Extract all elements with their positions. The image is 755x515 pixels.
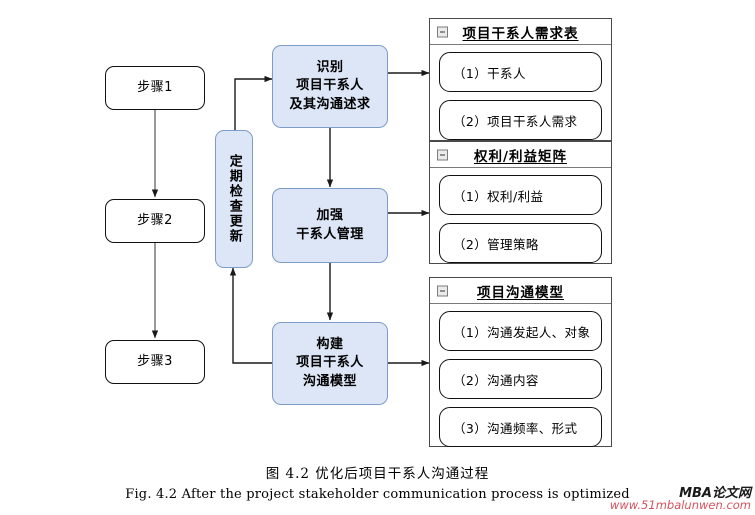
process-box-identify[interactable]: 识别 项目干系人 及其沟通述求 [272, 45, 388, 128]
list-item[interactable]: （3）沟通频率、形式 [439, 407, 602, 447]
process-box-build-model-line1: 构建 [316, 336, 344, 352]
process-box-strengthen[interactable]: 加强 干系人管理 [272, 188, 388, 263]
watermark-url: www.51mbalunwen.com [609, 498, 751, 512]
step-box-1[interactable]: 步骤1 [105, 66, 205, 110]
loop-box-label: 定期检查更新 [226, 154, 242, 244]
process-box-build-model[interactable]: 构建 项目干系人 沟通模型 [272, 322, 388, 405]
step-box-3-label: 步骤3 [137, 353, 173, 369]
list-item[interactable]: （2）项目干系人需求 [439, 100, 602, 140]
panel-2-title: 权利/利益矩阵 [474, 148, 567, 165]
panel-3-body: （1）沟通发起人、对象 （2）沟通内容 （3）沟通频率、形式 [430, 304, 611, 455]
list-item[interactable]: （2）沟通内容 [439, 359, 602, 399]
panel-communication-model: 项目沟通模型 （1）沟通发起人、对象 （2）沟通内容 （3）沟通频率、形式 [429, 277, 612, 447]
step-box-3[interactable]: 步骤3 [105, 340, 205, 384]
watermark-brand: MBA论文网 [679, 486, 751, 501]
process-box-build-model-line2: 项目干系人 [296, 355, 364, 371]
panel-2-header: 权利/利益矩阵 [430, 142, 611, 168]
list-item[interactable]: （1）沟通发起人、对象 [439, 311, 602, 351]
step-box-2[interactable]: 步骤2 [105, 199, 205, 243]
process-box-identify-line1: 识别 [316, 59, 344, 75]
panel-1-body: （1）干系人 （2）项目干系人需求 [430, 45, 611, 148]
process-box-strengthen-line1: 加强 [316, 208, 344, 224]
minus-square-icon[interactable] [437, 285, 448, 296]
minus-square-icon[interactable] [437, 26, 448, 37]
figure-caption-english: Fig. 4.2 After the project stakeholder c… [125, 487, 630, 502]
panel-1-header: 项目干系人需求表 [430, 19, 611, 45]
process-box-identify-line2: 项目干系人 [296, 78, 364, 94]
step-box-2-label: 步骤2 [137, 212, 173, 228]
process-box-build-model-line3: 沟通模型 [302, 373, 357, 389]
panel-2-body: （1）权利/利益 （2）管理策略 [430, 168, 611, 271]
minus-square-icon[interactable] [437, 149, 448, 160]
loop-box-periodic-review[interactable]: 定期检查更新 [215, 130, 253, 268]
process-box-identify-line3: 及其沟通述求 [289, 96, 371, 112]
panel-3-title: 项目沟通模型 [477, 284, 564, 301]
process-box-strengthen-line2: 干系人管理 [296, 226, 364, 242]
panel-power-interest-matrix: 权利/利益矩阵 （1）权利/利益 （2）管理策略 [429, 141, 612, 264]
list-item[interactable]: （2）管理策略 [439, 223, 602, 263]
list-item[interactable]: （1）权利/利益 [439, 175, 602, 215]
figure-caption-chinese: 图 4.2 优化后项目干系人沟通过程 [265, 466, 490, 482]
list-item[interactable]: （1）干系人 [439, 52, 602, 92]
panel-stakeholder-requirements: 项目干系人需求表 （1）干系人 （2）项目干系人需求 [429, 18, 612, 141]
step-box-1-label: 步骤1 [137, 79, 173, 95]
panel-3-header: 项目沟通模型 [430, 278, 611, 304]
panel-1-title: 项目干系人需求表 [462, 25, 579, 42]
